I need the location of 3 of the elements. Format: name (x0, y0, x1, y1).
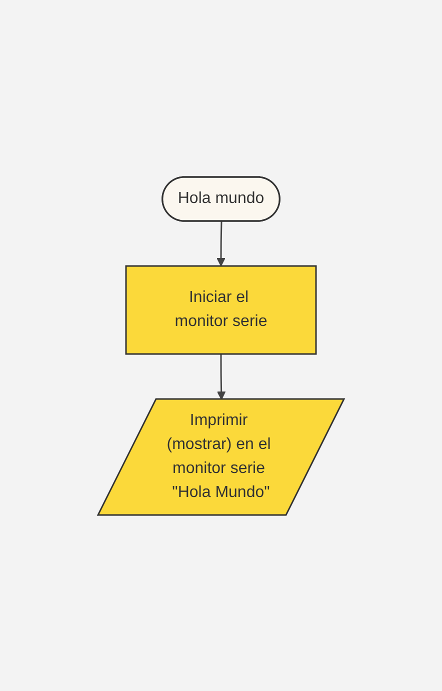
node-box: Iniciar el monitor serie (125, 264, 317, 354)
arrow (216, 354, 226, 400)
arrow (216, 220, 226, 266)
